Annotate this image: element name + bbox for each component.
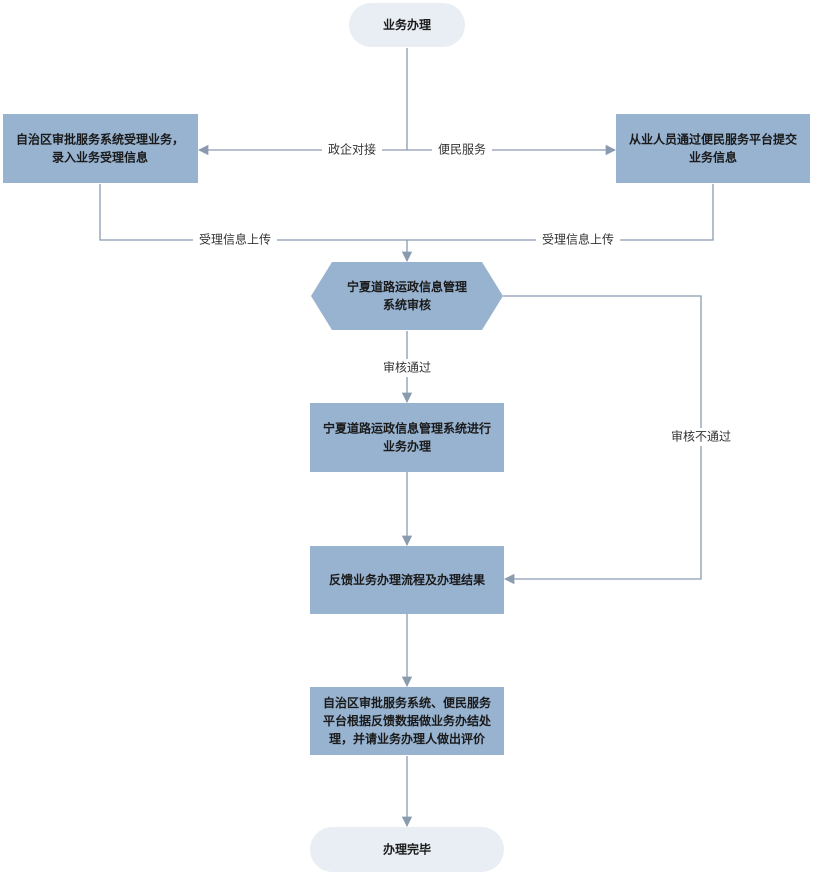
- node-citizen-submit-text-line: 业务信息: [689, 149, 737, 164]
- node-feedback-text-line: 反馈业务办理流程及办理结果: [329, 572, 485, 587]
- label-upload-left: 受理信息上传: [199, 232, 271, 247]
- edge-citizen-upload: [407, 184, 714, 241]
- node-start-text-line: 业务办理: [383, 17, 431, 32]
- node-finalize-text-line: 理，并请业务办理人做出评价: [329, 731, 486, 746]
- node-citizen-submit-text: 从业人员通过便民服务平台提交业务信息: [629, 131, 797, 164]
- node-review-text-line: 系统审核: [383, 297, 431, 312]
- node-process-text-line: 宁夏道路运政信息管理系统进行: [323, 420, 491, 435]
- edge-labels: 政企对接 便民服务 受理信息上传 受理信息上传 审核通过 审核不通过: [193, 141, 738, 446]
- node-gov-accept: [3, 114, 198, 183]
- label-rejected: 审核不通过: [671, 429, 731, 444]
- node-end: [310, 827, 504, 872]
- label-approved: 审核通过: [383, 360, 431, 375]
- node-gov-accept-text: 自治区审批服务系统受理业务， 录入业务受理信息: [16, 131, 184, 164]
- node-review: [311, 262, 503, 330]
- label-gov-link: 政企对接: [328, 142, 376, 157]
- node-gov-accept-text-line: 录入业务受理信息: [52, 149, 148, 164]
- node-gov-accept-text-line: 自治区审批服务系统受理业务，: [16, 131, 184, 146]
- node-process-text: 宁夏道路运政信息管理系统进行业务办理: [323, 420, 491, 453]
- nodes: 业务办理 自治区审批服务系统受理业务， 录入业务受理信息 从业人员通过便民服务平台…: [3, 3, 810, 872]
- node-process: [310, 403, 504, 472]
- edge-gov-upload: [99, 184, 407, 241]
- node-citizen-submit-text-line: 从业人员通过便民服务平台提交: [629, 131, 797, 146]
- label-citizen-service: 便民服务: [438, 142, 486, 157]
- node-feedback-text: 反馈业务办理流程及办理结果: [329, 572, 485, 587]
- label-upload-right: 受理信息上传: [542, 232, 614, 247]
- node-review-text-line: 宁夏道路运政信息管理: [347, 279, 467, 294]
- node-end-text: 办理完毕: [383, 841, 431, 856]
- node-finalize-text: 自治区审批服务系统、便民服务平台根据反馈数据做业务办结处理，并请业务办理人做出评…: [323, 695, 492, 746]
- node-start: [349, 3, 465, 47]
- node-finalize-text-line: 自治区审批服务系统、便民服务: [323, 695, 492, 710]
- node-finalize: [310, 687, 504, 755]
- node-feedback: [310, 546, 504, 614]
- node-end-text-line: 办理完毕: [383, 841, 431, 856]
- node-start-text: 业务办理: [383, 17, 431, 32]
- node-finalize-text-line: 平台根据反馈数据做业务办结处: [323, 713, 492, 728]
- node-citizen-submit: [616, 114, 810, 183]
- node-review-text: 宁夏道路运政信息管理系统审核: [347, 279, 467, 312]
- node-process-text-line: 业务办理: [383, 438, 431, 453]
